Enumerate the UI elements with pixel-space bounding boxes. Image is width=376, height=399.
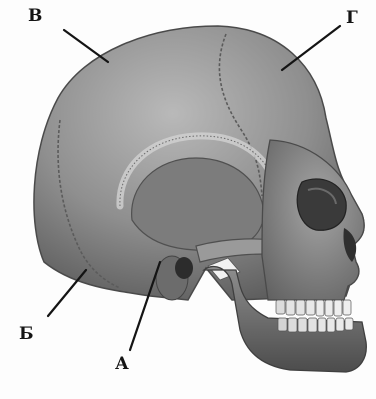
upper-teeth bbox=[276, 300, 351, 316]
lower-teeth bbox=[278, 318, 353, 332]
label-g: Г bbox=[346, 10, 358, 27]
leader-line-v bbox=[64, 30, 108, 62]
label-v: В bbox=[28, 8, 42, 25]
label-a: А bbox=[115, 356, 129, 373]
ear-canal bbox=[175, 257, 193, 279]
leader-line-g bbox=[282, 26, 340, 70]
label-b: Б bbox=[19, 326, 34, 343]
